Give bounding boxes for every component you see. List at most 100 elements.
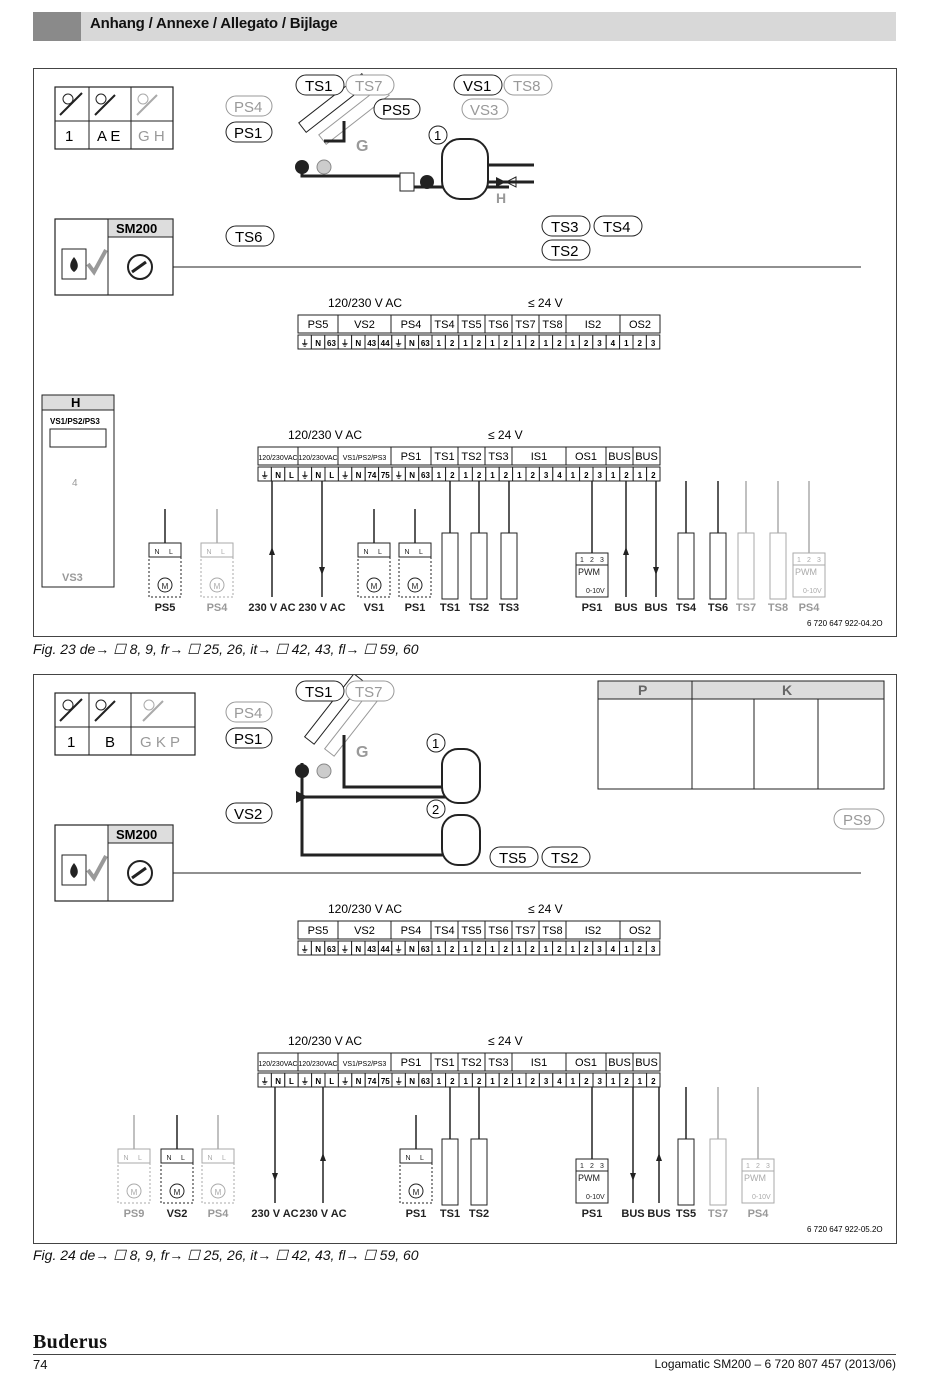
callout-ts7-text: TS7 bbox=[355, 78, 383, 95]
hydraulic-diagram: G H TS1 TS7 VS1 TS8 PS4 PS5 VS3 PS1 1 TS… bbox=[225, 72, 643, 261]
terminal-label: 63 bbox=[421, 945, 430, 954]
table-cell-1: 1 bbox=[67, 734, 75, 751]
terminal-label: ⏚ bbox=[395, 339, 403, 348]
figure-24: 1 B G K P SM200 G TS1 TS7 PS4 PS1 VS2 1 … bbox=[33, 674, 897, 1244]
callout-ts3-text: TS3 bbox=[551, 219, 579, 236]
callout-ts8-text: TS8 bbox=[513, 78, 541, 95]
terminal-label: 2 bbox=[637, 945, 642, 954]
callout-ts1-text: TS1 bbox=[305, 684, 333, 701]
terminal-label: N bbox=[409, 471, 415, 480]
mode-table: 1 B G K P bbox=[54, 692, 196, 756]
terminal-label: 1 bbox=[463, 945, 468, 954]
header-bar bbox=[33, 12, 896, 41]
terminal-label: 2 bbox=[584, 945, 589, 954]
pwm-box bbox=[575, 564, 609, 598]
figure-24-caption: Fig. 24 de→ ☐ 8, 9, fr→ ☐ 25, 26, it→ ☐ … bbox=[33, 1247, 419, 1263]
pwm-range-label: 0-10V bbox=[586, 588, 605, 595]
terminal-label: 2 bbox=[530, 1077, 535, 1086]
device-label: TS5 bbox=[676, 1208, 696, 1220]
terminal-label: N bbox=[356, 471, 362, 480]
pwm-label: PWM bbox=[744, 1173, 766, 1183]
terminal-label: 63 bbox=[327, 339, 336, 348]
terminal-group bbox=[632, 446, 661, 466]
terminal-label: 2 bbox=[450, 471, 455, 480]
figure-code: 6 720 647 922-04.2O bbox=[807, 619, 883, 628]
terminal-label: N bbox=[355, 339, 361, 348]
voltage-dc-label: ≤ 24 V bbox=[488, 428, 523, 442]
motor-label: M bbox=[214, 582, 221, 591]
terminal-group bbox=[632, 1052, 661, 1072]
pwm-label: PWM bbox=[578, 1173, 600, 1183]
terminal-label: 1 bbox=[611, 471, 616, 480]
terminal-label: N bbox=[355, 945, 361, 954]
callout-ts2-text: TS2 bbox=[551, 850, 579, 867]
terminal-label: 2 bbox=[624, 471, 629, 480]
device-pin-label: L bbox=[419, 549, 423, 556]
voltage-ac-label: 120/230 V AC bbox=[288, 1034, 362, 1048]
terminal-group bbox=[619, 314, 661, 334]
callout-ts4: TS4 bbox=[593, 215, 643, 237]
terminal-label: ⏚ bbox=[301, 945, 309, 954]
terminal-label: 3 bbox=[544, 1077, 549, 1086]
terminal-label: 3 bbox=[597, 1077, 602, 1086]
voltage-ac-label: 120/230 V AC bbox=[328, 296, 402, 310]
terminal-label: 3 bbox=[544, 471, 549, 480]
terminal-label: 1 bbox=[571, 1077, 576, 1086]
figure-24-diagram: 1 B G K P SM200 G TS1 TS7 PS4 PS1 VS2 1 … bbox=[54, 675, 885, 1234]
terminal-group-label: PS4 bbox=[401, 925, 422, 937]
sensor-icon bbox=[470, 532, 488, 600]
motor-icon bbox=[169, 1183, 185, 1199]
callout-2-text: 2 bbox=[432, 802, 439, 817]
terminal-label: N bbox=[315, 471, 321, 480]
terminal-cell bbox=[646, 466, 661, 482]
label-g: G bbox=[356, 744, 368, 761]
pwm-pin-label: 1 bbox=[580, 557, 584, 564]
arrow-icon bbox=[630, 1173, 636, 1181]
table-cell-2: A E bbox=[97, 128, 120, 145]
terminal-label: N bbox=[275, 1077, 281, 1086]
terminal-group-label: PS1 bbox=[401, 451, 422, 463]
device-label: TS1 bbox=[440, 602, 460, 614]
callout-ts2: TS2 bbox=[541, 239, 591, 261]
terminal-label: L bbox=[289, 1077, 294, 1086]
callout-vs3: VS3 bbox=[461, 98, 509, 120]
pwm-pin-label: 3 bbox=[600, 1163, 604, 1170]
voltage-dc-label: ≤ 24 V bbox=[488, 1034, 523, 1048]
terminal-label: 44 bbox=[381, 945, 390, 954]
terminal-label: 4 bbox=[557, 1077, 562, 1086]
callout-ts2-text: TS2 bbox=[551, 243, 579, 260]
pwm-label: PWM bbox=[795, 567, 817, 577]
terminal-label: ⏚ bbox=[261, 1077, 269, 1086]
terminal-label: 75 bbox=[381, 1077, 390, 1086]
terminal-group-label: TS6 bbox=[488, 925, 508, 937]
terminal-label: 43 bbox=[367, 945, 376, 954]
sm200-label: SM200 bbox=[116, 221, 157, 236]
terminal-label: 44 bbox=[381, 339, 390, 348]
terminal-label: ⏚ bbox=[395, 471, 403, 480]
motor-label: M bbox=[131, 1188, 138, 1197]
motor-icon bbox=[366, 577, 382, 593]
terminal-label: 1 bbox=[437, 471, 442, 480]
terminal-label: ⏚ bbox=[341, 339, 349, 348]
terminal-label: 2 bbox=[557, 945, 562, 954]
terminal-group-label: TS3 bbox=[488, 1057, 508, 1069]
terminal-label: 43 bbox=[367, 339, 376, 348]
terminal-label: 3 bbox=[597, 471, 602, 480]
terminal-label: 3 bbox=[651, 339, 656, 348]
sensor-icon bbox=[737, 532, 755, 600]
device-label: VS1 bbox=[364, 602, 385, 614]
callout-2: 2 bbox=[426, 799, 446, 819]
terminal-label: 1 bbox=[570, 945, 575, 954]
voltage-ac-label: 120/230 V AC bbox=[288, 428, 362, 442]
callout-1-text: 1 bbox=[434, 128, 441, 143]
terminal-label: 2 bbox=[530, 945, 535, 954]
terminal-label: 2 bbox=[624, 1077, 629, 1086]
terminal-group-label: TS3 bbox=[488, 451, 508, 463]
terminal-label: ⏚ bbox=[341, 1077, 349, 1086]
callout-ps4: PS4 bbox=[225, 701, 273, 723]
device-pin-label: N bbox=[123, 1155, 128, 1162]
terminal-label: ⏚ bbox=[301, 471, 309, 480]
